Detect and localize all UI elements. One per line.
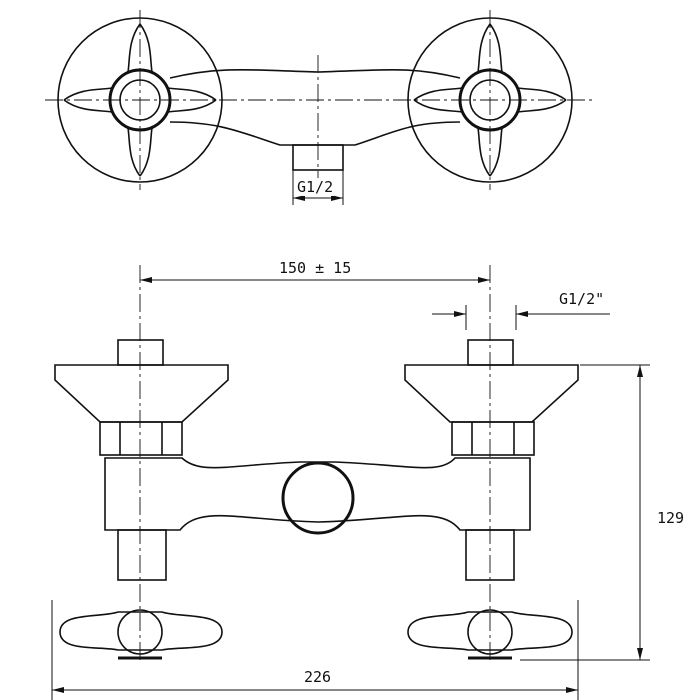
center-distance-label: 150 ± 15 bbox=[278, 259, 353, 277]
body-front bbox=[104, 457, 531, 531]
top-view bbox=[45, 10, 595, 205]
inlet-thread-label: G1/2" bbox=[558, 290, 606, 308]
outlet-front bbox=[281, 461, 355, 535]
body-top bbox=[169, 68, 461, 146]
front-view bbox=[51, 265, 650, 700]
outlet-thread-label: G1/2 bbox=[296, 178, 335, 196]
left-valve-front bbox=[54, 339, 229, 660]
width-label: 226 bbox=[303, 668, 333, 686]
right-valve-front bbox=[404, 339, 579, 660]
height-label: 129 bbox=[656, 509, 686, 527]
